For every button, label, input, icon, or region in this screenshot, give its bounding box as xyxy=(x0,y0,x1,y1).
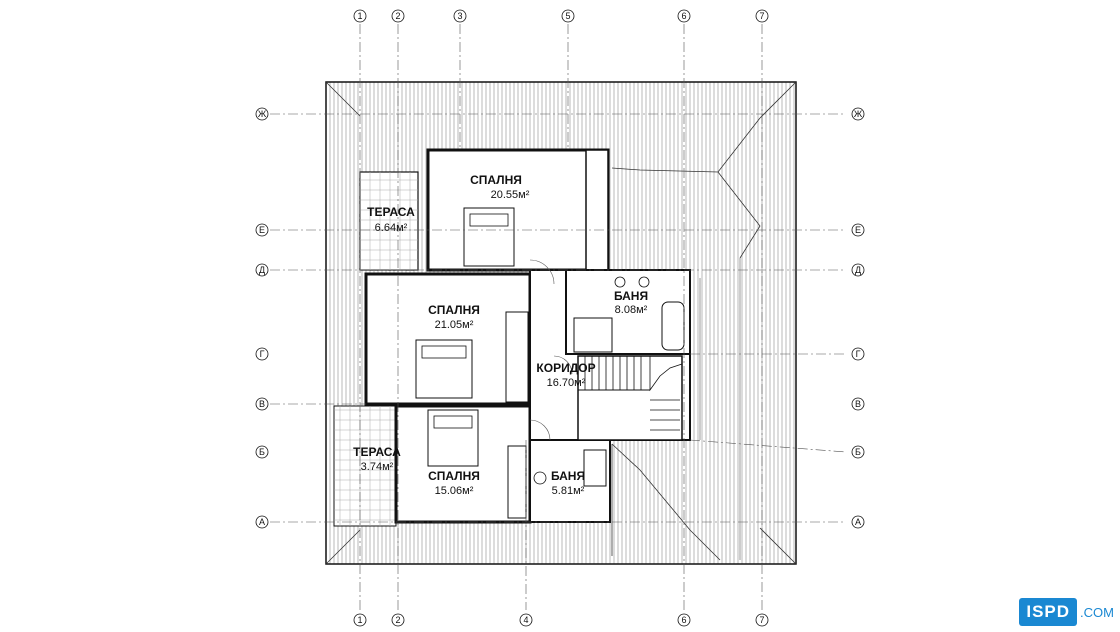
axis-col-top-6: 6 xyxy=(681,11,686,21)
axis-row-left-5: Б xyxy=(259,447,265,457)
axis-row-right-1-circle xyxy=(851,223,865,237)
axis-col-top-7: 7 xyxy=(759,11,764,21)
axis-row-right-4: В xyxy=(855,399,861,409)
axis-row-left-4: В xyxy=(259,399,265,409)
axis-col-bottom-4: 4 xyxy=(523,615,528,625)
axis-col-top-3: 3 xyxy=(457,11,462,21)
room-area-corridor: 16.70м² xyxy=(547,377,586,389)
axis-row-left-6-circle xyxy=(255,515,269,529)
axis-row-left-3-circle xyxy=(255,347,269,361)
axis-row-left-5-circle xyxy=(255,445,269,459)
staircase xyxy=(577,355,683,441)
room-area-terrace-top: 6.64м² xyxy=(375,222,408,234)
bed-bottom xyxy=(427,409,479,467)
room-name-bedroom-bottom: СПАЛНЯ xyxy=(428,469,480,483)
axis-row-left-3: Г xyxy=(260,349,265,359)
room-area-bedroom-middle: 21.05м² xyxy=(435,319,474,331)
axis-col-bottom-1-circle xyxy=(353,613,367,627)
axis-col-bottom-2-circle xyxy=(391,613,405,627)
axis-col-top-5: 5 xyxy=(565,11,570,21)
room-name-bedroom-middle: СПАЛНЯ xyxy=(428,303,480,317)
axis-row-left-0-circle xyxy=(255,107,269,121)
room-area-bedroom-top: 20.55м² xyxy=(491,189,530,201)
logo-mark: ISPD xyxy=(1019,598,1078,626)
axis-row-right-6: А xyxy=(855,517,861,527)
axis-col-bottom-6: 6 xyxy=(681,615,686,625)
room-name-bedroom-top: СПАЛНЯ xyxy=(470,173,522,187)
room-labels: СПАЛНЯ 20.55м² ТЕРАСА 6.64м² СПАЛНЯ 21.0… xyxy=(353,173,648,497)
axis-row-right-2-circle xyxy=(851,263,865,277)
ispd-logo: ISPD .COM xyxy=(1019,598,1114,626)
axis-col-bottom-6-circle xyxy=(677,613,691,627)
axis-row-left-1: Е xyxy=(259,225,265,235)
terrace-areas xyxy=(333,171,419,527)
room-name-terrace-bottom: ТЕРАСА xyxy=(353,445,401,459)
bed-top xyxy=(463,207,515,267)
axis-row-left-2-circle xyxy=(255,263,269,277)
axis-row-left-6: А xyxy=(259,517,265,527)
room-area-terrace-bottom: 3.74м² xyxy=(361,461,394,473)
logo-domain: .COM xyxy=(1080,604,1114,620)
axis-row-right-2: Д xyxy=(855,265,861,275)
grid-lines xyxy=(270,24,847,610)
axis-row-right-5-circle xyxy=(851,445,865,459)
room-name-corridor: КОРИДОР xyxy=(536,361,595,375)
room-name-bathroom-top: БАНЯ xyxy=(614,289,648,303)
axis-row-right-1: Е xyxy=(855,225,861,235)
axis-row-left-1-circle xyxy=(255,223,269,237)
axis-col-bottom-1: 1 xyxy=(357,615,362,625)
axis-row-right-0-circle xyxy=(851,107,865,121)
room-area-bedroom-bottom: 15.06м² xyxy=(435,485,474,497)
axis-col-top-2: 2 xyxy=(395,11,400,21)
axis-col-bottom-4-circle xyxy=(519,613,533,627)
axis-col-bottom-2: 2 xyxy=(395,615,400,625)
axis-col-bottom-7-circle xyxy=(755,613,769,627)
axis-row-right-6-circle xyxy=(851,515,865,529)
axis-col-top-3-circle xyxy=(453,9,467,23)
axis-row-left-2: Д xyxy=(259,265,265,275)
axis-col-top-6-circle xyxy=(677,9,691,23)
axis-col-bottom-7: 7 xyxy=(759,615,764,625)
bed-middle xyxy=(415,339,473,399)
axis-row-right-5: Б xyxy=(855,447,861,457)
axis-col-top-1: 1 xyxy=(357,11,362,21)
axis-row-right-3-circle xyxy=(851,347,865,361)
room-name-terrace-top: ТЕРАСА xyxy=(367,205,415,219)
axis-row-right-4-circle xyxy=(851,397,865,411)
axis-row-left-4-circle xyxy=(255,397,269,411)
room-area-bathroom-bottom: 5.81м² xyxy=(552,485,585,497)
room-area-bathroom-top: 8.08м² xyxy=(615,304,648,316)
axis-col-top-1-circle xyxy=(353,9,367,23)
room-name-bathroom-bottom: БАНЯ xyxy=(551,469,585,483)
axis-row-right-3: Г xyxy=(856,349,861,359)
axis-col-top-7-circle xyxy=(755,9,769,23)
interior-walls xyxy=(364,148,691,524)
axis-row-right-0: Ж xyxy=(854,109,863,119)
axis-col-top-2-circle xyxy=(391,9,405,23)
axis-row-left-0: Ж xyxy=(258,109,267,119)
axis-col-top-5-circle xyxy=(561,9,575,23)
